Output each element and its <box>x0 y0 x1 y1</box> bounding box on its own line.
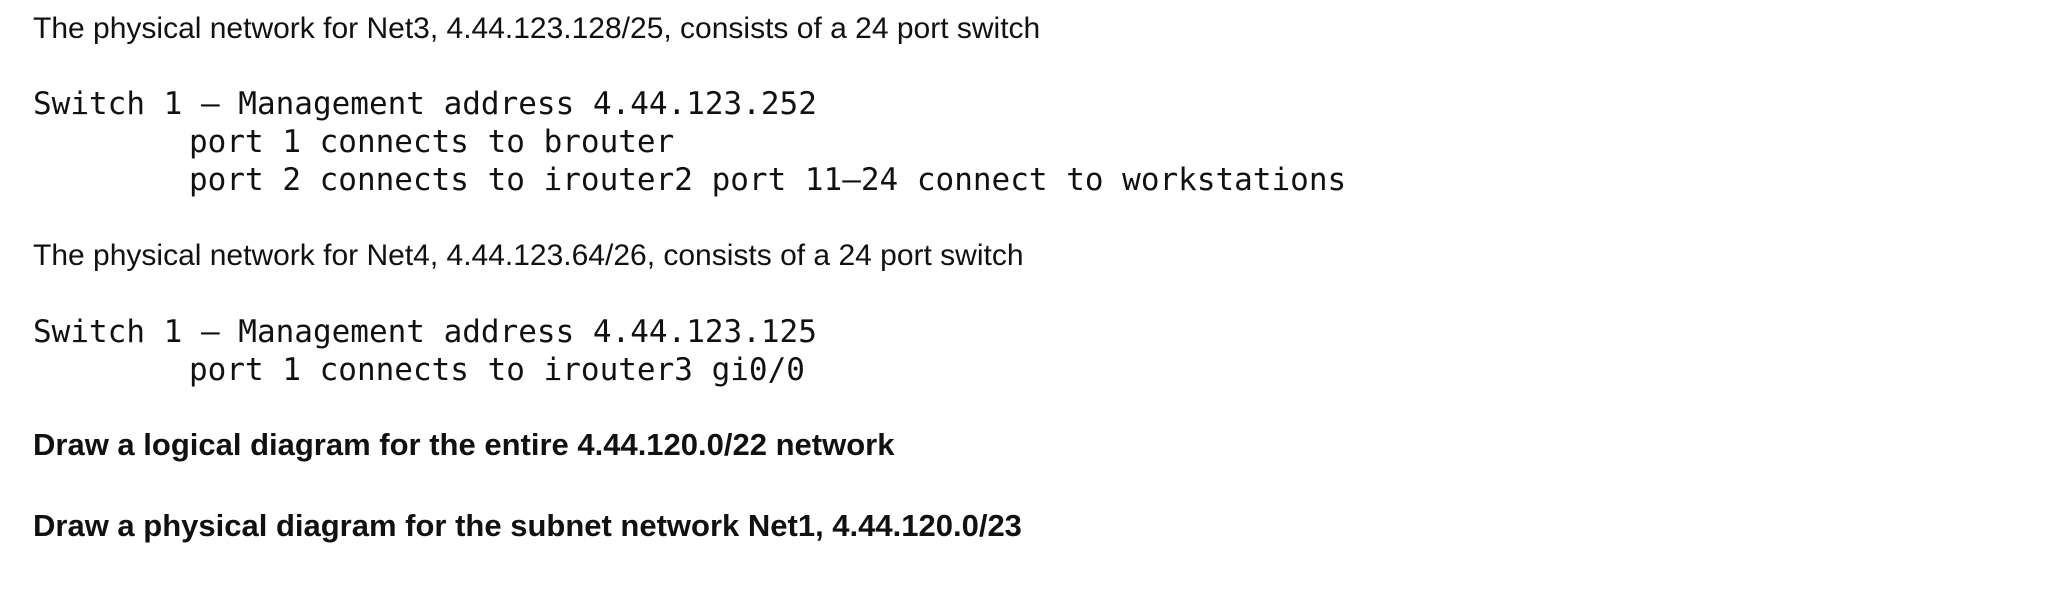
net3-switch-block: Switch 1 – Management address 4.44.123.2… <box>33 85 1346 199</box>
net3-port-line: port 2 connects to irouter2 port 11–24 c… <box>189 162 1347 198</box>
net4-switch-block: Switch 1 – Management address 4.44.123.1… <box>33 313 817 389</box>
net3-port-line: port 1 connects to brouter <box>189 124 675 160</box>
net3-switch-line: Switch 1 – Management address 4.44.123.2… <box>33 86 817 122</box>
net4-port-line: port 1 connects to irouter3 gi0/0 <box>189 352 805 388</box>
net4-intro-paragraph: The physical network for Net4, 4.44.123.… <box>33 239 1024 272</box>
net3-intro-paragraph: The physical network for Net3, 4.44.123.… <box>33 12 1041 45</box>
net4-switch-line: Switch 1 – Management address 4.44.123.1… <box>33 314 817 350</box>
logical-diagram-task: Draw a logical diagram for the entire 4.… <box>33 427 895 462</box>
physical-diagram-task: Draw a physical diagram for the subnet n… <box>33 508 1022 543</box>
